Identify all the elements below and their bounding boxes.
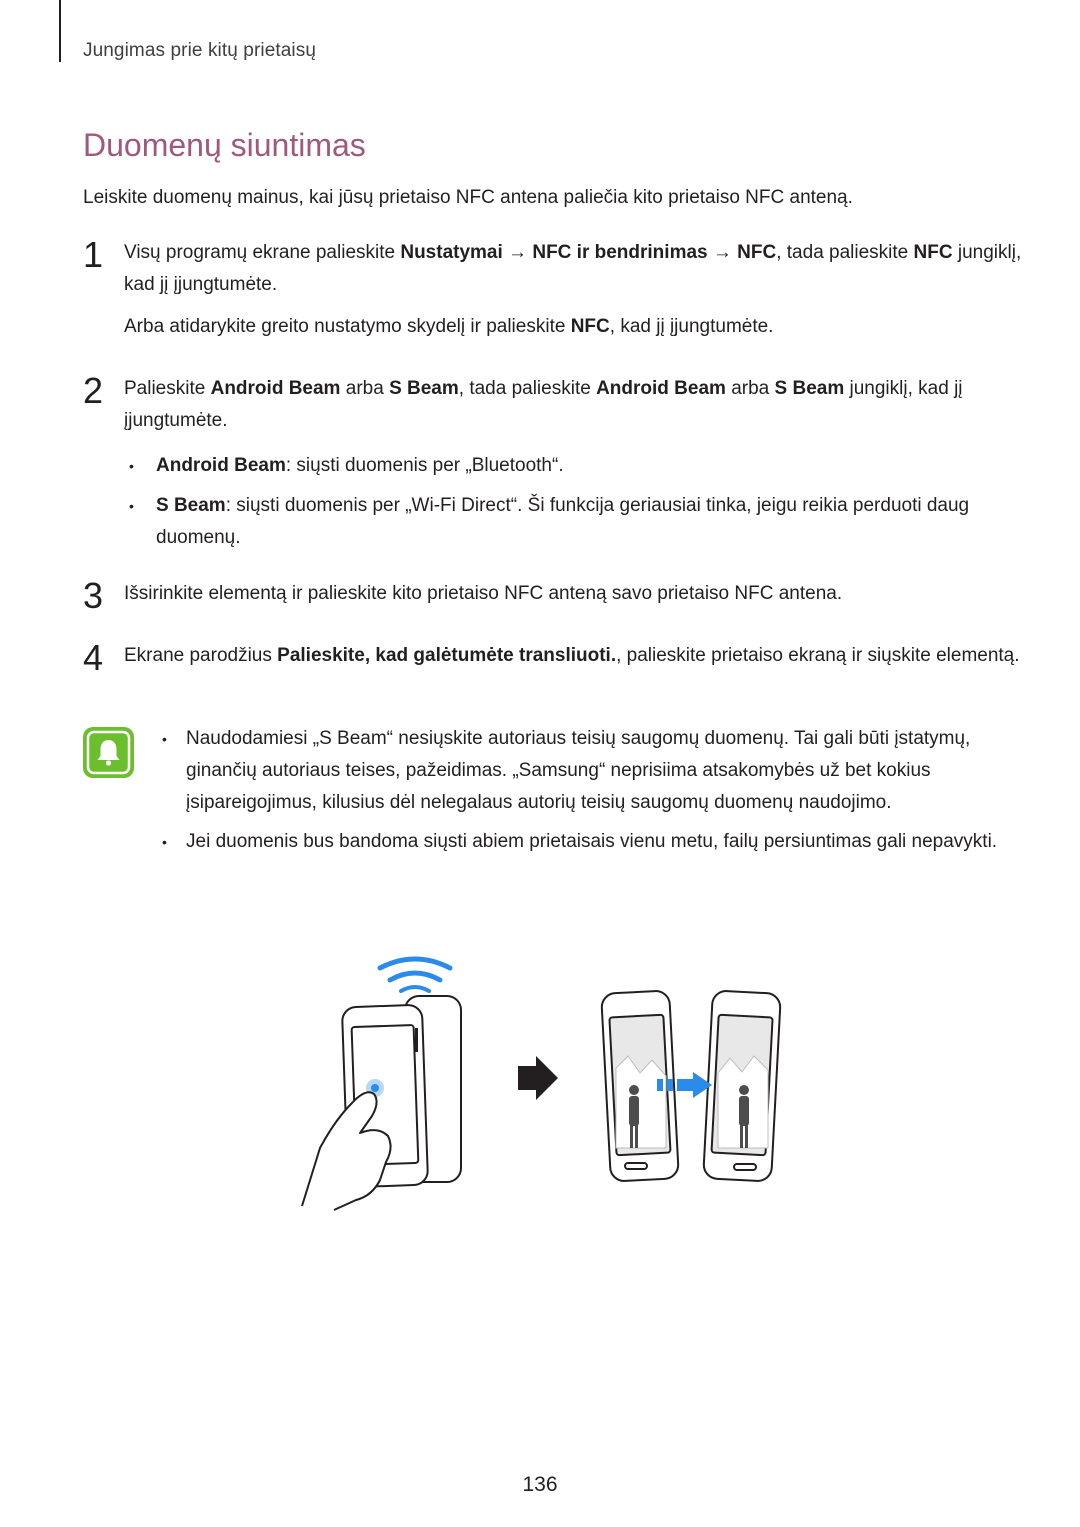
step-3-text: Išsirinkite elementą ir palieskite kito …: [124, 583, 843, 604]
person-silhouettes: [629, 1085, 749, 1148]
left-phone-illustration: [600, 990, 680, 1182]
note-item: Jei duomenis bus bandoma siųsti abiem pr…: [159, 826, 1039, 858]
step-number: 2: [83, 370, 104, 411]
hand-illustration: [301, 1091, 392, 1211]
note-item: Naudodamiesi „S Beam“ nesiųskite autoria…: [159, 723, 1039, 819]
step-4-text: Ekrane parodžius Palieskite, kad galėtum…: [124, 645, 1020, 666]
list-item: Android Beam: siųsti duomenis per „Bluet…: [124, 450, 1043, 482]
step-4: 4 Ekrane parodžius Palieskite, kad galėt…: [83, 640, 1043, 676]
section-header: Jungimas prie kitų prietaisų: [83, 40, 317, 61]
intro-paragraph: Leiskite duomenų mainus, kai jūsų prieta…: [83, 187, 853, 208]
side-rule: [59, 0, 61, 62]
note-box: Naudodamiesi „S Beam“ nesiųskite autoria…: [83, 723, 1043, 858]
nfc-signal-waves: [377, 956, 453, 993]
list-item: S Beam: siųsti duomenis per „Wi-Fi Direc…: [124, 490, 1043, 554]
step-1: 1 Visų programų ekrane palieskite Nustat…: [83, 237, 1043, 343]
step-number: 4: [83, 637, 104, 678]
step-number: 3: [83, 575, 104, 616]
nfc-illustration: [301, 956, 782, 1211]
page-title: Duomenų siuntimas: [83, 127, 366, 163]
step-2: 2 Palieskite Android Beam arba S Beam, t…: [83, 373, 1043, 554]
step-number: 1: [83, 234, 104, 275]
step-3: 3 Išsirinkite elementą ir palieskite kit…: [83, 578, 1043, 614]
bell-icon: [83, 727, 134, 778]
step-2-bullets: Android Beam: siųsti duomenis per „Bluet…: [124, 450, 1043, 554]
step-1-alt-text: Arba atidarykite greito nustatymo skydel…: [124, 316, 774, 337]
page-number: 136: [522, 1473, 558, 1496]
note-list: Naudodamiesi „S Beam“ nesiųskite autoria…: [159, 723, 1039, 858]
step-1-text: Visų programų ekrane palieskite Nustatym…: [124, 242, 1022, 295]
transfer-arrow-icon: [657, 1072, 712, 1098]
right-phone-illustration: [702, 990, 782, 1182]
arrow-right-icon: [518, 1056, 558, 1100]
step-2-text: Palieskite Android Beam arba S Beam, tad…: [124, 378, 963, 431]
